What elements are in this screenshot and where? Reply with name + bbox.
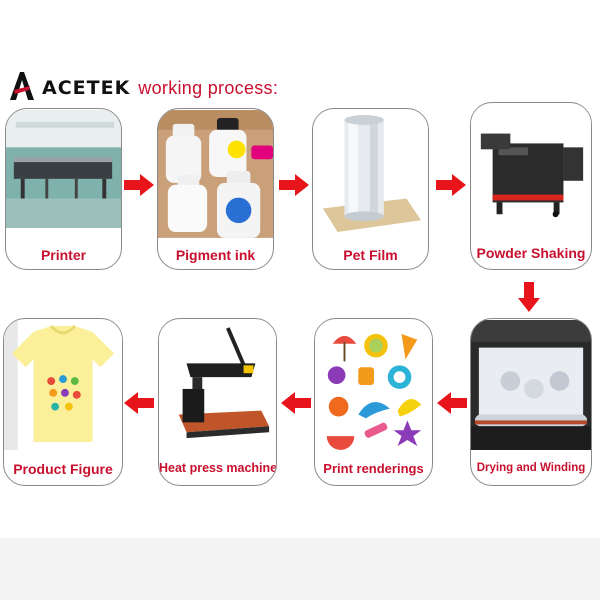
step-card-powder-shaking: Powder Shaking	[470, 102, 592, 270]
step-label-print-renderings: Print renderings	[323, 461, 424, 476]
step-label-drying-winding: Drying and Winding	[476, 462, 586, 474]
powder-shaker-photo-icon	[471, 104, 591, 232]
step-label-powder-shaking: Powder Shaking	[476, 245, 586, 261]
arrow-left-icon	[124, 392, 154, 414]
step-label-printer: Printer	[40, 247, 87, 263]
dryer-winder-photo-icon	[471, 320, 591, 450]
step-label-product-figure: Product Figure	[13, 461, 113, 477]
sticker-sheet-photo-icon	[315, 320, 432, 450]
step-label-pet-film: Pet Film	[343, 247, 398, 263]
film-roll-photo-icon	[313, 110, 428, 238]
step-card-product-figure: Product Figure	[3, 318, 123, 486]
step-card-pigment-ink: Pigment ink	[157, 108, 274, 270]
arrow-right-icon	[436, 174, 466, 196]
step-card-printer: Printer	[5, 108, 122, 270]
step-label-pigment-ink: Pigment ink	[175, 247, 256, 263]
arrow-right-icon	[279, 174, 309, 196]
arrow-left-icon	[281, 392, 311, 414]
heat-press-photo-icon	[159, 320, 276, 450]
step-label-heat-press: Heat press machine	[159, 461, 277, 475]
step-card-drying-winding: Drying and Winding	[470, 318, 592, 486]
arrow-left-icon	[437, 392, 467, 414]
step-card-pet-film: Pet Film	[312, 108, 429, 270]
tshirt-photo-icon	[4, 320, 122, 450]
page-header: ACETEK working process:	[8, 66, 278, 100]
footer-band	[0, 538, 600, 600]
step-card-heat-press: Heat press machine	[158, 318, 277, 486]
arrow-down-icon	[518, 282, 540, 312]
page-title: working process:	[138, 78, 279, 98]
ink-bottles-photo-icon	[158, 110, 273, 238]
printer-photo-icon	[6, 110, 121, 228]
brand-name: ACETEK	[42, 77, 131, 99]
arrow-right-icon	[124, 174, 154, 196]
acetek-logo-icon	[8, 70, 34, 100]
step-card-print-renderings: Print renderings	[314, 318, 433, 486]
